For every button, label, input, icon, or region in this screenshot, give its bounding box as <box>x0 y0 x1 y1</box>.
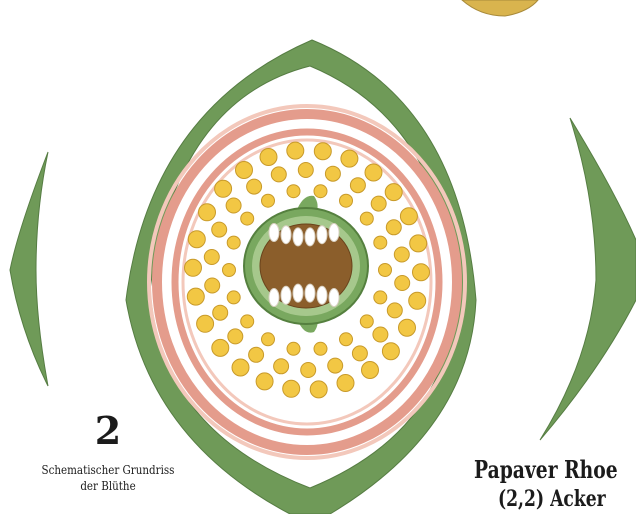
stamen <box>413 264 430 281</box>
stamen <box>382 343 399 360</box>
stamen <box>314 185 327 198</box>
stamen <box>187 288 204 305</box>
stamen <box>241 315 254 328</box>
stamen <box>373 327 388 342</box>
stamen <box>371 196 386 211</box>
ovule <box>305 284 315 302</box>
stamen <box>352 346 367 361</box>
stamen <box>379 264 392 277</box>
stamen <box>374 236 387 249</box>
stamen <box>410 235 427 252</box>
stamen <box>287 342 300 355</box>
stamen <box>212 339 229 356</box>
stamen <box>204 250 219 265</box>
stamen <box>197 315 214 332</box>
stamen <box>283 380 300 397</box>
ovule <box>305 228 315 246</box>
stamen <box>241 212 254 225</box>
stamen <box>409 292 426 309</box>
plant-title: Papaver Rhoe <box>474 458 618 482</box>
ovary <box>244 196 368 333</box>
stamen <box>205 278 220 293</box>
stamen <box>395 276 410 291</box>
ovule <box>317 286 327 304</box>
stamen <box>226 198 241 213</box>
stamen <box>262 333 275 346</box>
left-sepal <box>10 152 48 386</box>
stamen <box>385 184 402 201</box>
stamen <box>212 222 227 237</box>
stamen <box>247 179 262 194</box>
stamen <box>223 264 236 277</box>
ovule <box>281 226 291 244</box>
stamen <box>271 167 286 182</box>
stamen <box>374 291 387 304</box>
figure-caption-line1: Schematischer Grundriss <box>22 462 194 478</box>
stamen <box>185 259 202 276</box>
stamen <box>394 247 409 262</box>
stamen <box>314 342 327 355</box>
stamen <box>260 149 277 166</box>
stamen <box>236 162 253 179</box>
stamen <box>337 375 354 392</box>
stamen <box>213 305 228 320</box>
stamen <box>328 358 343 373</box>
ovule <box>281 286 291 304</box>
stamen <box>360 212 373 225</box>
stamen <box>228 329 243 344</box>
stamen <box>274 359 289 374</box>
stamen <box>301 363 316 378</box>
stamen <box>227 291 240 304</box>
ovule <box>269 289 279 307</box>
figure-caption-line2: der Blüthe <box>22 478 194 494</box>
stamen <box>314 143 331 160</box>
plant-subtitle: (2,2) Acker <box>498 488 606 510</box>
stamen <box>256 373 273 390</box>
stamen <box>360 315 373 328</box>
stamen <box>400 208 417 225</box>
stamen <box>386 220 401 235</box>
ovule <box>329 289 339 307</box>
stamen <box>262 194 275 207</box>
stamen <box>341 150 358 167</box>
stamen <box>232 359 249 376</box>
ovule <box>329 224 339 242</box>
stamen <box>325 166 340 181</box>
ovule <box>269 224 279 242</box>
stamen <box>387 303 402 318</box>
stamen <box>298 163 313 178</box>
ovule <box>317 226 327 244</box>
right-sepal <box>540 118 636 440</box>
corner-fragment <box>462 0 538 16</box>
stamen <box>287 142 304 159</box>
figure-caption: Schematischer Grundriss der Blüthe <box>22 462 194 494</box>
stamen <box>340 333 353 346</box>
stamen <box>287 185 300 198</box>
stamen <box>365 164 382 181</box>
ovule <box>293 284 303 302</box>
stamen <box>188 231 205 248</box>
stamen <box>310 381 327 398</box>
stamen <box>199 204 216 221</box>
figure-number: 2 <box>88 412 128 450</box>
stamen <box>362 362 379 379</box>
stamen <box>227 236 240 249</box>
stamen <box>340 194 353 207</box>
stamen <box>350 178 365 193</box>
stamen <box>215 180 232 197</box>
stamen <box>249 347 264 362</box>
stamen <box>399 319 416 336</box>
ovule <box>293 228 303 246</box>
